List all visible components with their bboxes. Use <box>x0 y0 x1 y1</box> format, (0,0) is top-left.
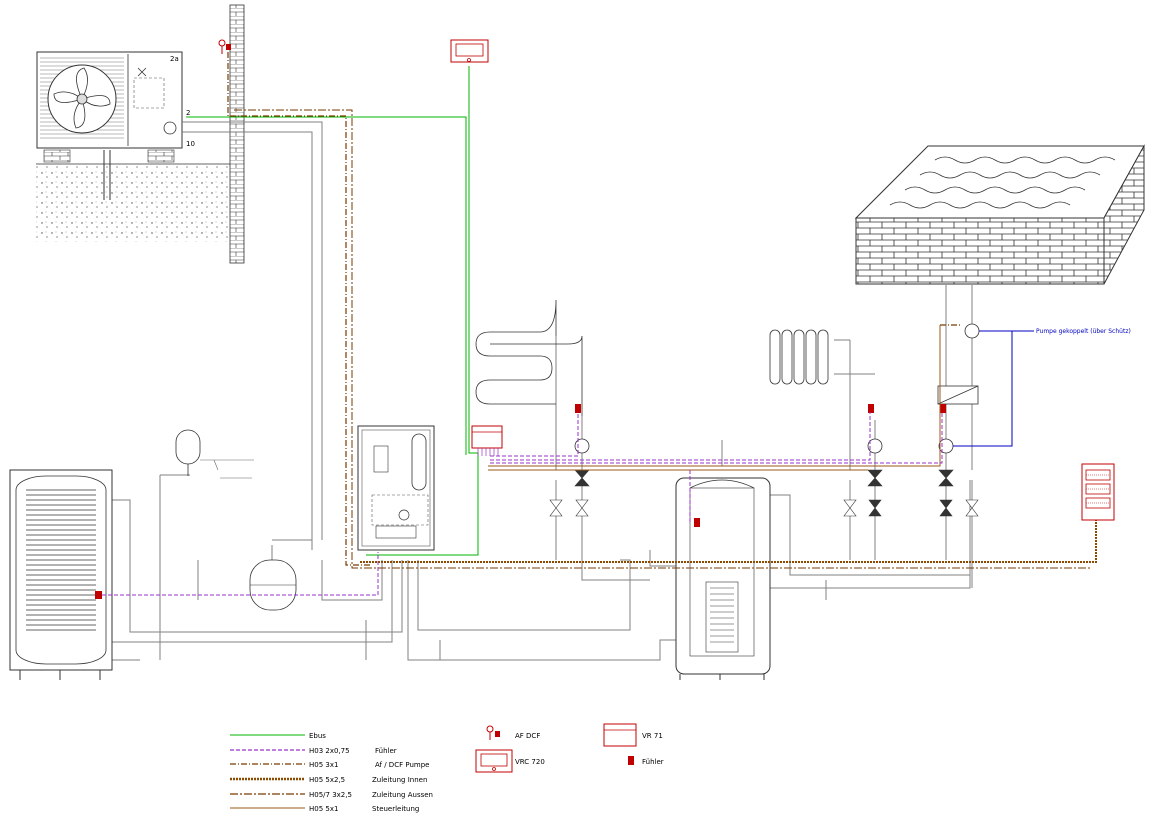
legend-desc-5: Steuerleitung <box>372 805 419 813</box>
legend-desc-4: Zuleitung Aussen <box>372 791 433 799</box>
unit-label-10: 10 <box>186 140 195 148</box>
floor-heating-loop <box>475 299 583 416</box>
buffer-coil <box>710 587 734 643</box>
legend-af-dcf-label: AF DCF <box>515 732 540 740</box>
vr71-module-device <box>471 425 503 456</box>
legend-cable-4: H05/7 3x2,5 <box>309 791 352 799</box>
tank-coil <box>26 489 96 631</box>
pool-circuit-fuehler <box>940 404 946 413</box>
legend-ebus-label: Ebus <box>309 732 326 740</box>
pump-coupled-note: Pumpe gekoppelt (über Schütz) <box>1036 328 1131 335</box>
legend-cable-3: H05 5x2,5 <box>309 776 345 784</box>
cable-af-dcf <box>227 52 962 566</box>
floor-circuit-fuehler <box>575 404 581 413</box>
pool-circuit-pump-icon <box>938 438 954 454</box>
swimming-pool <box>854 144 1145 285</box>
unit-label-2a: 2a <box>170 55 179 63</box>
cable-zuleitung-aussen <box>234 109 1090 569</box>
cable-fuehler <box>102 412 943 596</box>
outdoor-sensor-af-dcf <box>218 39 231 54</box>
fan-blades <box>53 67 111 129</box>
legend-vrc720-label: VRC 720 <box>515 758 545 766</box>
legend-desc-3: Zuleitung Innen <box>372 776 427 784</box>
unit-label-2: 2 <box>186 109 190 117</box>
legend-vrc720-symbol <box>475 749 513 773</box>
floor-pump-icon <box>574 438 590 454</box>
buffer-tank <box>675 477 771 680</box>
buffer-fuehler <box>694 518 700 527</box>
legend-cable-2: H05 3x1 <box>309 761 338 769</box>
radiator <box>769 329 875 385</box>
expansion-vessel-heating <box>249 559 297 611</box>
legend-cable-1: H03 2x0,75 <box>309 747 350 755</box>
expansion-vessel-dhw <box>175 429 254 479</box>
hot-water-tank <box>9 469 113 680</box>
cable-pump-signal <box>953 330 1034 447</box>
legend-fuehler-symbol <box>628 756 634 765</box>
pool-water-waves <box>889 156 1116 209</box>
ground-soil <box>36 164 232 242</box>
indoor-hydraulic-station <box>357 425 435 551</box>
outdoor-heat-pump-unit: 2a 2 10 <box>36 51 232 242</box>
legend-vr71-label: VR 71 <box>642 732 663 740</box>
legend-af-dcf-symbol <box>486 725 500 740</box>
legend-vr71-symbol <box>603 723 637 747</box>
mixing-valves <box>549 469 979 517</box>
legend-desc-1: Fühler <box>375 747 397 755</box>
electric-heater-device <box>1081 463 1115 521</box>
legend-cable-5: H05 5x1 <box>309 805 338 813</box>
legend-fuehler-label: Fühler <box>642 758 664 766</box>
house-wall <box>229 4 245 264</box>
radiator-circuit-fuehler <box>868 404 874 413</box>
vrc720-controller-device <box>450 39 489 63</box>
pool-heat-exchanger <box>937 385 979 405</box>
cable-zuleitung-innen <box>360 520 1097 563</box>
cable-steuerleitung <box>488 325 941 471</box>
legend-desc-2: Af / DCF Pumpe <box>375 761 429 769</box>
tank-fuehler <box>95 591 102 599</box>
pool-pump-icon <box>964 323 980 339</box>
radiator-pump-icon <box>867 438 883 454</box>
legend: Ebus H03 2x0,75 Fühler H05 3x1 Af / DCF … <box>230 723 664 813</box>
